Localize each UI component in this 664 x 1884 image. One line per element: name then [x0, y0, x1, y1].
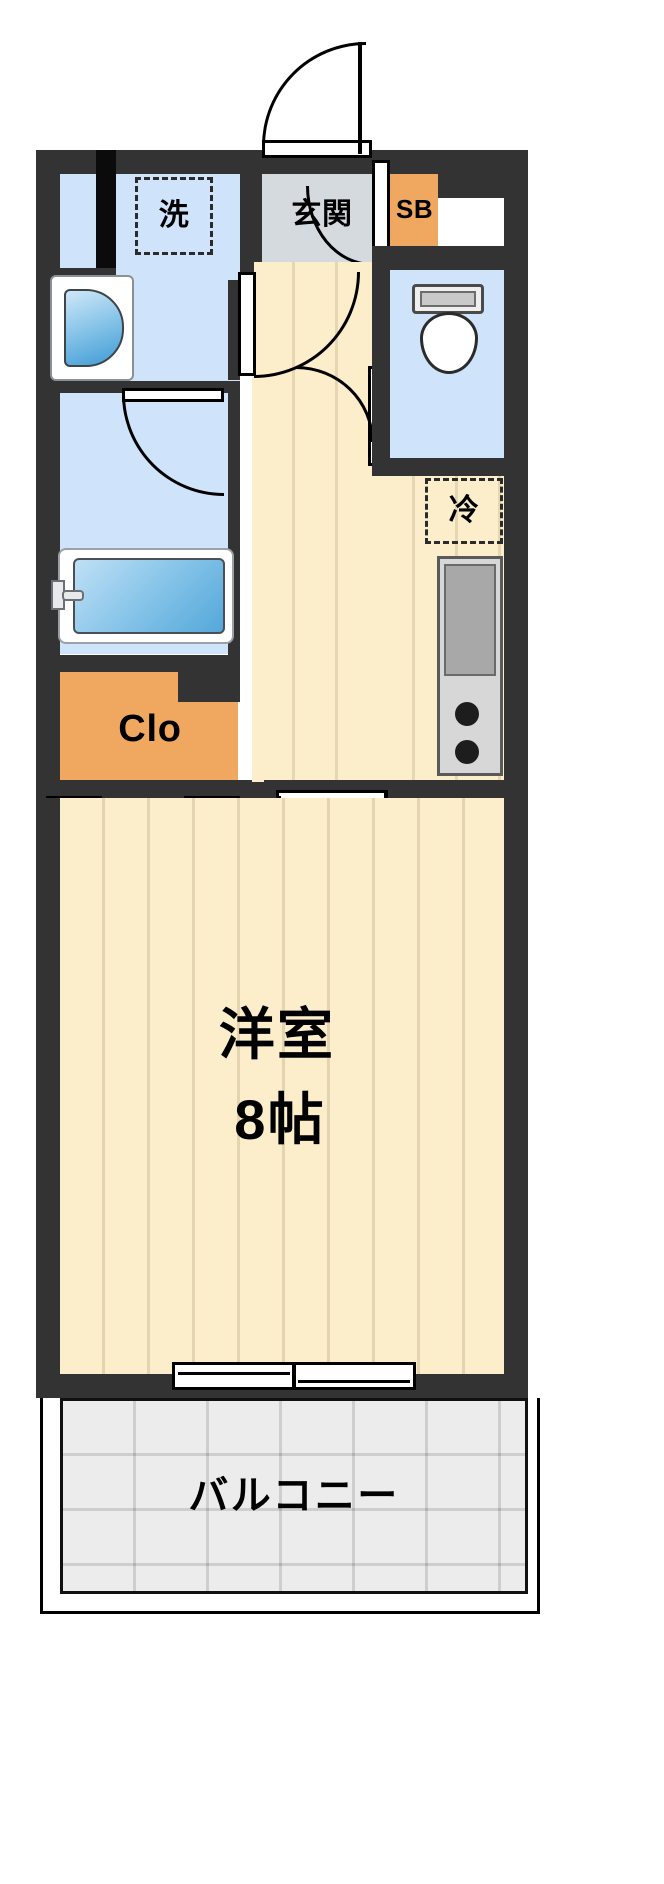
sliding-door-rail-left	[178, 1372, 290, 1375]
shoe-box-area	[390, 174, 438, 246]
exterior-wall-left-lower	[36, 798, 60, 1398]
washer-label: 洗	[158, 199, 190, 233]
fridge-label: 冷	[448, 494, 480, 528]
wall-bath-bottom	[60, 655, 240, 675]
fridge-space-outline	[425, 478, 503, 544]
stove-burner-back	[455, 740, 479, 764]
bathtub-faucet-spout	[62, 590, 84, 601]
wall-closet-bottom	[36, 780, 264, 798]
wall-water-area-right	[228, 280, 240, 380]
balcony-railing-outer	[40, 1398, 540, 1614]
main-room-area	[60, 798, 528, 1374]
vanity-sink-bowl	[64, 289, 124, 367]
exterior-wall-left-upper	[36, 150, 60, 798]
balcony-area	[60, 1398, 528, 1594]
main-room-size-label: 8帖	[234, 1087, 326, 1151]
main-room-label: 洋室	[218, 1002, 336, 1066]
wall-right-of-shoebox	[438, 174, 504, 198]
closet-notch-wall	[178, 672, 240, 702]
shoe-box-label: SB	[396, 194, 434, 225]
bathtub-basin	[73, 558, 225, 634]
wall-between-washer-and-genkan	[240, 150, 262, 280]
balcony-railing-left-gap	[46, 1398, 58, 1594]
entrance-door-jamb	[358, 42, 362, 154]
exterior-wall-right-upper	[504, 150, 528, 798]
sliding-door-rail-right	[298, 1380, 410, 1383]
exterior-wall-right-lower	[504, 798, 528, 1398]
toilet-tank-lid	[420, 291, 476, 307]
balcony-label: バルコニー	[188, 1474, 400, 1518]
wall-toilet-bottom	[372, 458, 504, 476]
toilet-bowl	[420, 312, 478, 374]
washer-machine-outline	[135, 177, 213, 255]
closet-label: Clo	[118, 708, 182, 751]
wall-below-shoebox	[372, 246, 504, 270]
wall-washer-left-strip	[96, 150, 116, 280]
entrance-door-swing-arc	[262, 42, 366, 146]
stove-burner-front	[455, 702, 479, 726]
wall-toilet-left	[372, 270, 390, 466]
gas-stove-cooktop	[444, 564, 496, 676]
sliding-door-center-mullion	[292, 1362, 296, 1390]
